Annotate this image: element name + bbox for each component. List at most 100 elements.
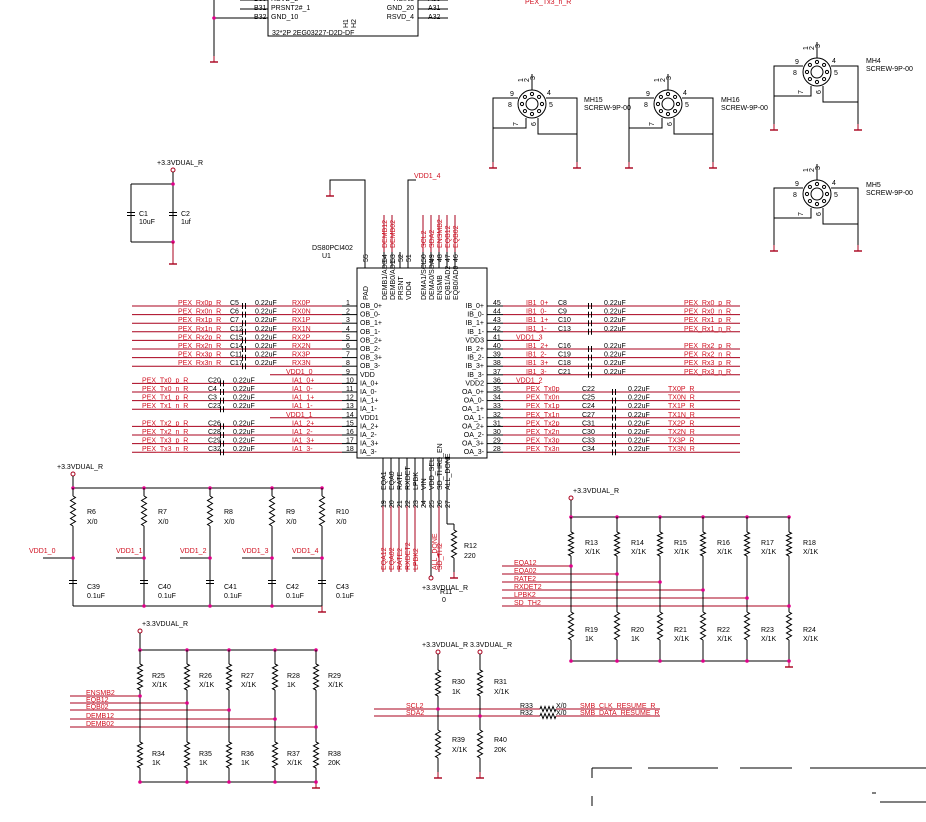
chip-pin-number: 11 (346, 386, 353, 393)
cap-reference: C26 (208, 420, 221, 427)
junction-dot (270, 604, 274, 608)
chip-pin-name: VDD4 (406, 281, 413, 300)
resistor-reference: R30 (452, 679, 465, 686)
screw-pad (804, 69, 810, 75)
mh-pin-number: 3 (666, 76, 673, 80)
resistor-symbol (699, 531, 707, 557)
net-label: PEX_Tx0_n_R (142, 386, 188, 393)
mh-wire (546, 97, 578, 162)
decoupling-bank: +3.3VDUAL_RR6X/0C390.1uFVDD1_0R7X/0C400.… (29, 464, 354, 613)
cap-reference: C39 (87, 584, 100, 591)
net-label: IB1_3- (526, 369, 547, 376)
net-label: VDD1_4 (292, 548, 319, 555)
cap-reference: C14 (230, 343, 243, 350)
net-label: PEX_Tx1p (526, 403, 560, 410)
net-label: PEX_Rx2n_R (178, 343, 221, 350)
junction-dot (701, 659, 705, 663)
net-label: PEX_Tx1n (526, 412, 560, 419)
resistor-symbol (785, 531, 793, 557)
resistor-value: X/1K (585, 549, 601, 556)
connector-signal: HSIN3 (393, 0, 414, 3)
net-label: PEX_Tx3_n_R (142, 446, 188, 453)
resistor-value: X/1K (803, 549, 819, 556)
power-port (170, 167, 176, 173)
net-label: TX1N_R (668, 412, 695, 419)
cap-value: 0.22uF (628, 420, 650, 427)
resistor-reference: R36 (241, 751, 254, 758)
chip-pin-number: 51 (406, 254, 413, 262)
screw-outline (802, 179, 832, 209)
chip-pin-number: 53 (390, 254, 397, 262)
net-label: VDD1_2 (180, 548, 207, 555)
screw-hole (525, 97, 539, 111)
net-label: VDD1_4 (414, 173, 441, 180)
resistor-value: 1K (585, 636, 594, 643)
chip-pin-name: IA_2- (360, 432, 377, 439)
chip-pin-number: 52 (398, 254, 405, 262)
cap-reference: C27 (582, 412, 595, 419)
screw-pad (814, 59, 820, 65)
net-label: PEX_Rx2p_R (178, 334, 221, 341)
screw-pad (814, 79, 820, 85)
resistor-value: 1K (452, 689, 461, 696)
power-port (428, 575, 434, 581)
junction-dot (787, 604, 791, 608)
net-label: PEX_Tx0_p_R (142, 377, 188, 384)
cap-value: 0.22uF (628, 412, 650, 419)
cap-reference: C41 (224, 584, 237, 591)
mh-pin-number: 2 (524, 78, 531, 82)
net-label: PEX_Rx0n_R (178, 309, 221, 316)
cap-reference: C31 (582, 420, 595, 427)
junction-dot (185, 780, 189, 784)
screw-pad (824, 69, 830, 75)
chip-pin-number: 47 (445, 254, 452, 262)
junction-dot (569, 564, 573, 568)
net-label: PEX_Rx1n_R (178, 326, 221, 333)
resistor-reference: R9 (286, 509, 295, 516)
cap-value: 0.22uF (255, 352, 277, 359)
screw-pad (807, 62, 813, 68)
chip-pin-name: VDD3 (465, 337, 484, 344)
net-label: RX3N (292, 360, 311, 367)
connector-pin-number: B31 (254, 5, 267, 12)
net-label: RXDET2 (405, 542, 412, 570)
chip-pin-name: DEMB1/AD3 (382, 260, 389, 300)
chip-pin-name: IA_0+ (360, 380, 379, 387)
cap-value: 0.22uF (233, 429, 255, 436)
chip-pin-number: 6 (346, 343, 350, 350)
power-rail-label: +3.3VDUAL_R (57, 464, 103, 471)
connector-pin-number: A30 (428, 0, 441, 3)
chip-u1: DS80PCI402U1VDD1_455PAD54DEMB1/AD3DEMB12… (312, 173, 503, 572)
power-port (137, 628, 143, 634)
resistor-reference: R37 (287, 751, 300, 758)
net-label: PEX_Rx1p_R (178, 317, 221, 324)
cap-value: 0.22uF (604, 300, 626, 307)
mh-pin-number: 7 (798, 90, 805, 94)
junction-dot (701, 588, 705, 592)
cap-reference: C5 (230, 300, 239, 307)
screw-pad (821, 184, 827, 190)
screw-pad (824, 191, 830, 197)
net-label: RX2P (292, 334, 311, 341)
screw-pad (821, 198, 827, 204)
cap-value: 0.22uF (628, 395, 650, 402)
chip-pin-number: 21 (397, 500, 404, 508)
cap-reference: C33 (582, 438, 595, 445)
top-connector: B30B31B32RSVD_2PRSNT2#_1GND_10HSIN3GND_2… (210, 0, 571, 63)
net-label: PEX_Tx3n (526, 446, 560, 453)
screw-hole (810, 187, 824, 201)
net-label: IA1_3- (292, 446, 313, 453)
screw-pad (665, 91, 671, 97)
config-resistor-bank: +3.3VDUAL_RENSMB2EQB12EQB02DEMB12DEMB02R… (70, 621, 344, 789)
net-label: EQA12 (381, 547, 388, 570)
mh-pin-number: 2 (660, 78, 667, 82)
chip-pin-number: 28 (493, 446, 501, 453)
cap-value: 0.22uF (255, 309, 277, 316)
cap-reference: C2 (181, 211, 190, 218)
net-label: IB1_0+ (526, 300, 548, 307)
junction-dot (615, 572, 619, 576)
cap-reference: C16 (558, 343, 571, 350)
cap-reference: C3 (208, 395, 217, 402)
